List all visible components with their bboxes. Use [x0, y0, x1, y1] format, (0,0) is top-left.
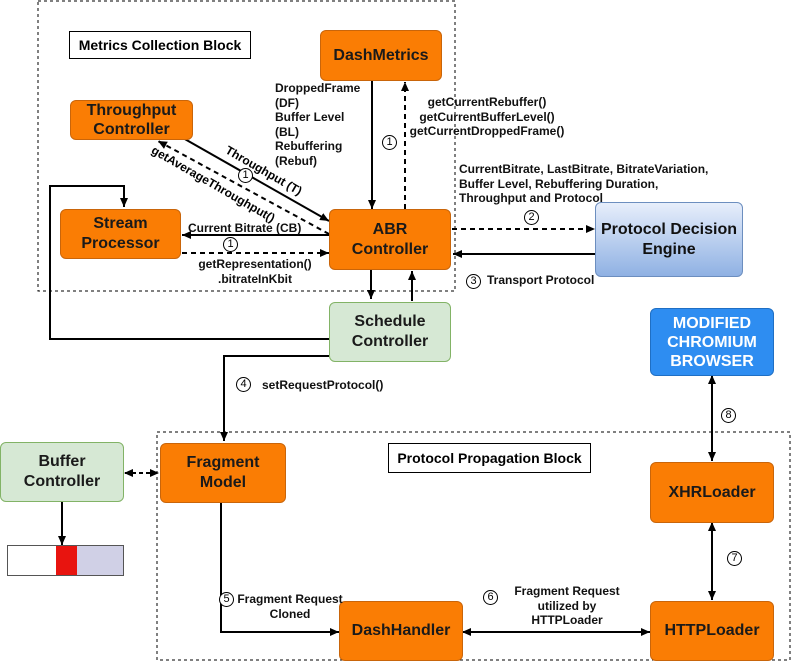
metrics-list-line: Rebuffering [275, 139, 343, 153]
node-xhr-loader[interactable]: XHRLoader [650, 462, 774, 523]
node-fragment-model[interactable]: Fragment Model [160, 443, 286, 503]
step-marker: 2 [524, 210, 539, 225]
node-schedule-controller[interactable]: Schedule Controller [329, 302, 451, 362]
node-dash-metrics[interactable]: DashMetrics [320, 30, 442, 81]
get-representation-line: .bitrateInKbit [218, 271, 292, 286]
edge-schedule-to-fragment [220, 355, 329, 441]
fragment-http-line: Fragment Request [514, 584, 620, 598]
node-dash-handler[interactable]: DashHandler [339, 601, 463, 661]
get-calls-line: getCurrentBufferLevel() [419, 109, 555, 124]
engine-inputs-line: Buffer Level, Rebuffering Duration, [459, 176, 659, 191]
metrics-list-line: (Rebuf) [275, 153, 317, 168]
node-http-loader[interactable]: HTTPLoader [650, 601, 774, 661]
step-marker: 7 [727, 551, 742, 566]
metrics-list-label: DroppedFrame (DF) Buffer Level (BL) Rebu… [275, 81, 360, 168]
metrics-list-line: DroppedFrame [275, 81, 361, 95]
fragment-http-label: Fragment Request utilized by HTTPLoader [510, 584, 624, 628]
step-marker: 1 [382, 135, 397, 150]
node-buffer-controller[interactable]: Buffer Controller [0, 442, 124, 502]
metrics-list-line: (DF) [275, 95, 299, 110]
metrics-list-line: Buffer Level [275, 110, 345, 124]
step-marker: 8 [721, 408, 736, 423]
buffer-queue-bar [7, 545, 124, 576]
get-calls-line: getCurrentDroppedFrame() [409, 124, 565, 138]
edge-fragment-to-dashhandler [220, 502, 339, 636]
fragment-cloned-line: Fragment Request [237, 592, 343, 606]
metrics-list-line: (BL) [275, 124, 299, 139]
fragment-cloned-line: Cloned [269, 606, 311, 621]
edge-throughput-to-abr [182, 137, 330, 222]
edge-schedule-to-stream [49, 185, 329, 340]
fragment-cloned-label: Fragment Request Cloned [236, 592, 344, 621]
step-marker: 1 [238, 168, 253, 183]
node-modified-chromium-browser[interactable]: MODIFIED CHROMIUM BROWSER [650, 308, 774, 376]
step-marker: 6 [483, 590, 498, 605]
fragment-http-line: HTTPLoader [531, 613, 603, 627]
buffer-segment-filled [77, 546, 123, 575]
transport-protocol-label: Transport Protocol [487, 273, 595, 287]
node-abr-controller[interactable]: ABR Controller [329, 209, 451, 270]
protocol-block-title: Protocol Propagation Block [388, 443, 591, 473]
engine-inputs-line: CurrentBitrate, LastBitrate, BitrateVari… [459, 162, 709, 176]
step-marker: 1 [223, 237, 238, 252]
current-bitrate-label: Current Bitrate (CB) [188, 221, 302, 235]
node-stream-processor[interactable]: Stream Processor [60, 209, 181, 259]
engine-inputs-label: CurrentBitrate, LastBitrate, BitrateVari… [459, 162, 708, 206]
metrics-block-title: Metrics Collection Block [69, 31, 251, 59]
fragment-http-line: utilized by [537, 598, 597, 613]
get-calls-line: getCurrentRebuffer() [427, 95, 547, 109]
get-representation-line: getRepresentation() [198, 257, 312, 271]
buffer-segment-current [56, 546, 77, 575]
set-request-protocol-label: setRequestProtocol() [262, 378, 384, 392]
node-protocol-decision-engine[interactable]: Protocol Decision Engine [595, 202, 743, 277]
step-marker: 4 [236, 377, 251, 392]
step-marker: 5 [219, 592, 234, 607]
protocol-propagation-frame [156, 431, 791, 661]
get-calls-label: getCurrentRebuffer() getCurrentBufferLev… [409, 95, 565, 139]
engine-inputs-line: Throughput and Protocol [459, 191, 603, 205]
buffer-segment-empty [8, 546, 56, 575]
node-throughput-controller[interactable]: Throughput Controller [70, 100, 193, 140]
get-representation-label: getRepresentation() .bitrateInKbit [188, 257, 322, 286]
edge-abr-to-throughput [157, 140, 330, 235]
step-marker: 3 [466, 274, 481, 289]
metrics-collection-frame [37, 0, 456, 292]
